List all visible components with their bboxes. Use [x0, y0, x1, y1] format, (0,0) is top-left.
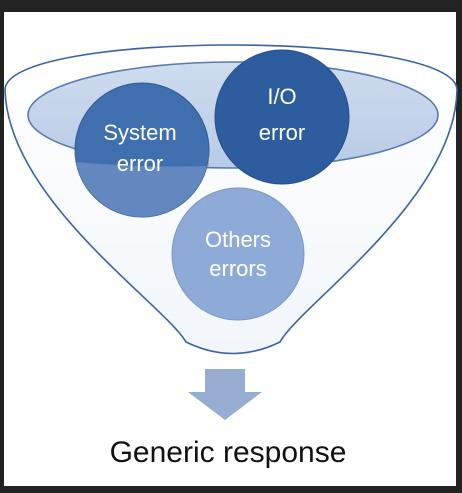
- caption-generic-response: Generic response: [110, 436, 347, 469]
- bubble-io-error: I/O error: [214, 49, 350, 185]
- bubble-others-errors: Others errors: [171, 187, 305, 321]
- bubble-io-label-line1: I/O: [267, 84, 296, 109]
- bubble-others-label-line2: errors: [209, 256, 266, 281]
- bubble-system-overlap: [75, 150, 209, 217]
- bubble-system-label-line2: error: [117, 151, 163, 176]
- down-arrow-icon: [188, 369, 262, 420]
- bubble-system-error: System error: [74, 82, 210, 218]
- bubble-io-label-line2: error: [259, 120, 305, 145]
- bubble-io-circle: [214, 49, 350, 185]
- bubble-system-label-line1: System: [103, 120, 176, 145]
- bubble-others-label-line1: Others: [205, 227, 271, 252]
- bubble-others-circle: [171, 187, 305, 321]
